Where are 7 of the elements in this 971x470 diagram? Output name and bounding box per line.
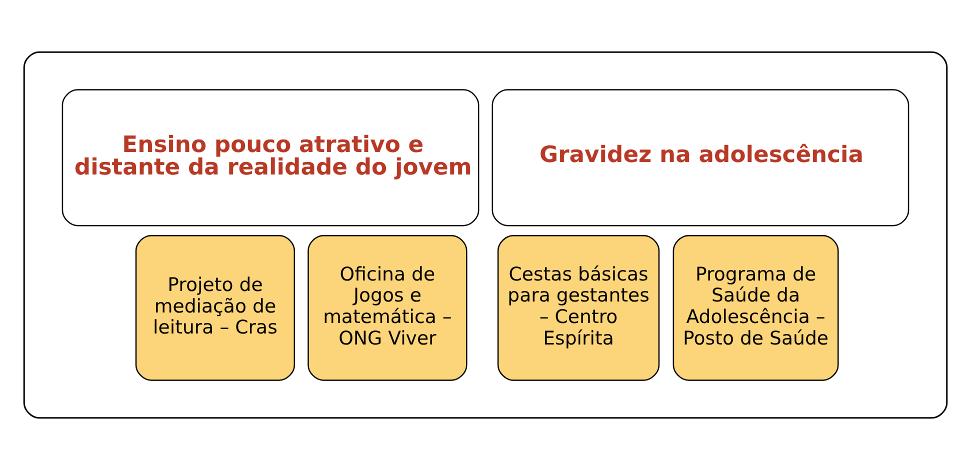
node-box: Gravidez na adolescência: [492, 89, 910, 226]
node-box: Oficina de Jogos e matemática – ONG Viver: [308, 235, 468, 381]
node-box: Cestas básicas para gestantes – Centro Espírita: [497, 235, 660, 381]
node-box: Projeto de mediação de leitura – Cras: [135, 235, 296, 381]
cluster: [23, 51, 948, 419]
node-box: Programa de Saúde da Adolescência – Posto de Saúde: [672, 235, 839, 381]
node-box: Ensino pouco atrativo e distante da realidade do jovem: [62, 89, 480, 226]
